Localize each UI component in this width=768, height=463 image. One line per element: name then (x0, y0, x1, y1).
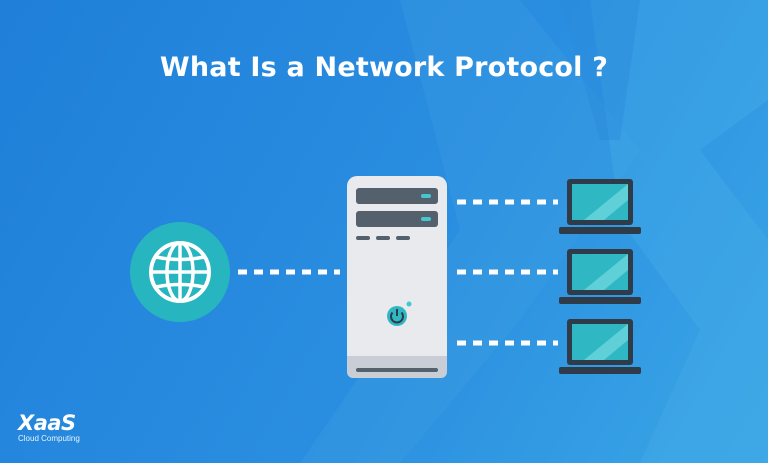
brand-name: XaaS (18, 411, 76, 435)
power-icon (387, 301, 412, 326)
laptop-icon (559, 249, 641, 304)
globe-icon (130, 222, 230, 322)
page-title: What Is a Network Protocol ? (159, 52, 609, 83)
laptop-icon (559, 319, 641, 374)
laptop-icon (559, 179, 641, 234)
brand-tagline: Cloud Computing (18, 434, 80, 443)
brand-logo: XaaS Cloud Computing (18, 412, 80, 443)
server-icon (347, 176, 447, 378)
